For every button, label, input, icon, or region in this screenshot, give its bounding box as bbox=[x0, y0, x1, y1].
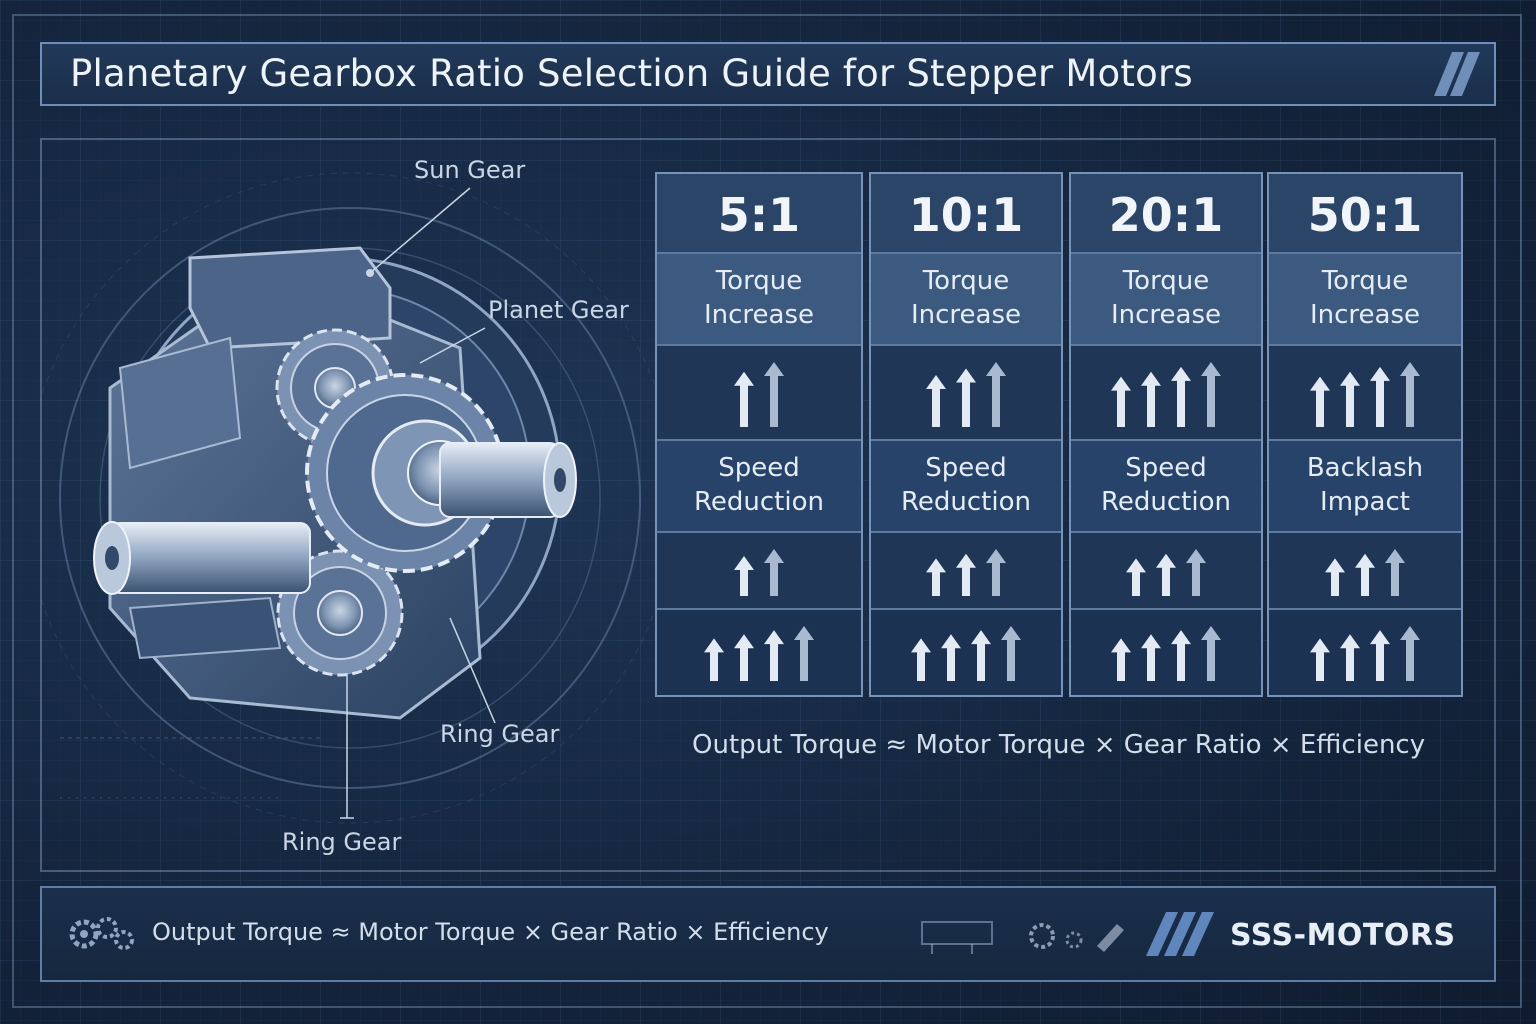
up-arrow-icon bbox=[971, 630, 991, 681]
up-arrow-icon bbox=[911, 638, 931, 681]
up-arrow-icon bbox=[956, 553, 976, 596]
arrow-indicator bbox=[1310, 626, 1420, 681]
up-arrow-icon bbox=[1355, 553, 1375, 596]
callout-ring-gear-bottom: Ring Gear bbox=[282, 828, 402, 856]
metric-label: Torque Increase bbox=[1309, 266, 1421, 330]
torque-formula: Output Torque ≈ Motor Torque × Gear Rati… bbox=[692, 730, 1426, 760]
ratio-value: 5:1 bbox=[717, 188, 801, 242]
ratio-comparison-table: 5:1 Torque Increase Speed Reduction 10:1… bbox=[655, 172, 1465, 697]
metric-label: Speed Reduction bbox=[901, 453, 1031, 517]
arrow-indicator bbox=[926, 362, 1006, 427]
ratio-value: 10:1 bbox=[908, 188, 1024, 242]
callout-planet-gear: Planet Gear bbox=[488, 296, 629, 324]
page-title: Planetary Gearbox Ratio Selection Guide … bbox=[70, 52, 1193, 95]
outer-frame bbox=[12, 14, 1522, 1008]
up-arrow-icon bbox=[1111, 376, 1131, 427]
footer-bar: Output Torque ≈ Motor Torque × Gear Rati… bbox=[40, 886, 1496, 982]
footer-formula: Output Torque ≈ Motor Torque × Gear Rati… bbox=[152, 918, 829, 946]
up-arrow-icon bbox=[1111, 638, 1131, 681]
arrow-indicator bbox=[1111, 626, 1221, 681]
ratio-column: 50:1 Torque Increase Backlash Impact bbox=[1267, 172, 1463, 697]
up-arrow-icon bbox=[764, 630, 784, 681]
up-arrow-icon bbox=[926, 375, 946, 427]
arrow-indicator bbox=[1310, 362, 1420, 427]
metric-label: Speed Reduction bbox=[1101, 453, 1231, 517]
ratio-value: 50:1 bbox=[1307, 188, 1423, 242]
metric-label: Torque Increase bbox=[703, 266, 815, 330]
up-arrow-icon bbox=[704, 638, 724, 681]
up-arrow-icon bbox=[734, 556, 754, 596]
up-arrow-icon bbox=[1340, 371, 1360, 427]
up-arrow-icon bbox=[1171, 366, 1191, 427]
brand-name: SSS-MOTORS bbox=[1230, 918, 1456, 953]
callout-ring-gear-right: Ring Gear bbox=[440, 720, 560, 748]
gearbox-illustration bbox=[40, 172, 676, 824]
metric-label: Speed Reduction bbox=[694, 453, 824, 517]
arrow-indicator bbox=[1111, 362, 1221, 427]
up-arrow-icon bbox=[1325, 558, 1345, 596]
up-arrow-icon bbox=[764, 549, 784, 596]
arrow-indicator bbox=[704, 626, 814, 681]
ratio-column: 20:1 Torque Increase Speed Reduction bbox=[1069, 172, 1263, 697]
arrow-indicator bbox=[734, 549, 784, 596]
up-arrow-icon bbox=[1126, 558, 1146, 596]
up-arrow-icon bbox=[1370, 366, 1390, 427]
slash-stripes-icon bbox=[1434, 52, 1480, 96]
up-arrow-icon bbox=[1171, 630, 1191, 681]
up-arrow-icon bbox=[1201, 362, 1221, 427]
up-arrow-icon bbox=[1385, 549, 1405, 596]
output-shaft bbox=[439, 442, 577, 518]
up-arrow-icon bbox=[1340, 634, 1360, 681]
up-arrow-icon bbox=[1141, 634, 1161, 681]
schematic-icon bbox=[921, 921, 1124, 954]
up-arrow-icon bbox=[734, 634, 754, 681]
up-arrow-icon bbox=[986, 549, 1006, 596]
metric-label: Backlash Impact bbox=[1306, 453, 1424, 517]
up-arrow-icon bbox=[794, 626, 814, 681]
up-arrow-icon bbox=[1370, 630, 1390, 681]
up-arrow-icon bbox=[986, 362, 1006, 427]
up-arrow-icon bbox=[1310, 376, 1330, 427]
up-arrow-icon bbox=[926, 558, 946, 596]
up-arrow-icon bbox=[941, 634, 961, 681]
ratio-column: 10:1 Torque Increase Speed Reduction bbox=[869, 172, 1063, 697]
up-arrow-icon bbox=[1201, 626, 1221, 681]
arrow-indicator bbox=[734, 362, 784, 427]
arrow-indicator bbox=[911, 626, 1021, 681]
ratio-value: 20:1 bbox=[1108, 188, 1224, 242]
up-arrow-icon bbox=[734, 371, 754, 427]
main-panel bbox=[40, 138, 1496, 872]
ratio-column: 5:1 Torque Increase Speed Reduction bbox=[655, 172, 863, 697]
gears-icon bbox=[69, 917, 134, 950]
callout-sun-gear: Sun Gear bbox=[414, 156, 526, 184]
up-arrow-icon bbox=[1310, 638, 1330, 681]
arrow-indicator bbox=[1325, 549, 1405, 596]
up-arrow-icon bbox=[1400, 626, 1420, 681]
slash-stripes-icon bbox=[1146, 912, 1214, 956]
up-arrow-icon bbox=[1400, 362, 1420, 427]
up-arrow-icon bbox=[1156, 553, 1176, 596]
up-arrow-icon bbox=[956, 368, 976, 427]
arrow-indicator bbox=[1126, 549, 1206, 596]
up-arrow-icon bbox=[1141, 371, 1161, 427]
up-arrow-icon bbox=[764, 362, 784, 427]
title-bar: Planetary Gearbox Ratio Selection Guide … bbox=[40, 42, 1496, 106]
metric-label: Torque Increase bbox=[910, 266, 1022, 330]
up-arrow-icon bbox=[1186, 549, 1206, 596]
up-arrow-icon bbox=[1001, 626, 1021, 681]
input-shaft bbox=[93, 521, 311, 595]
metric-label: Torque Increase bbox=[1110, 266, 1222, 330]
arrow-indicator bbox=[926, 549, 1006, 596]
